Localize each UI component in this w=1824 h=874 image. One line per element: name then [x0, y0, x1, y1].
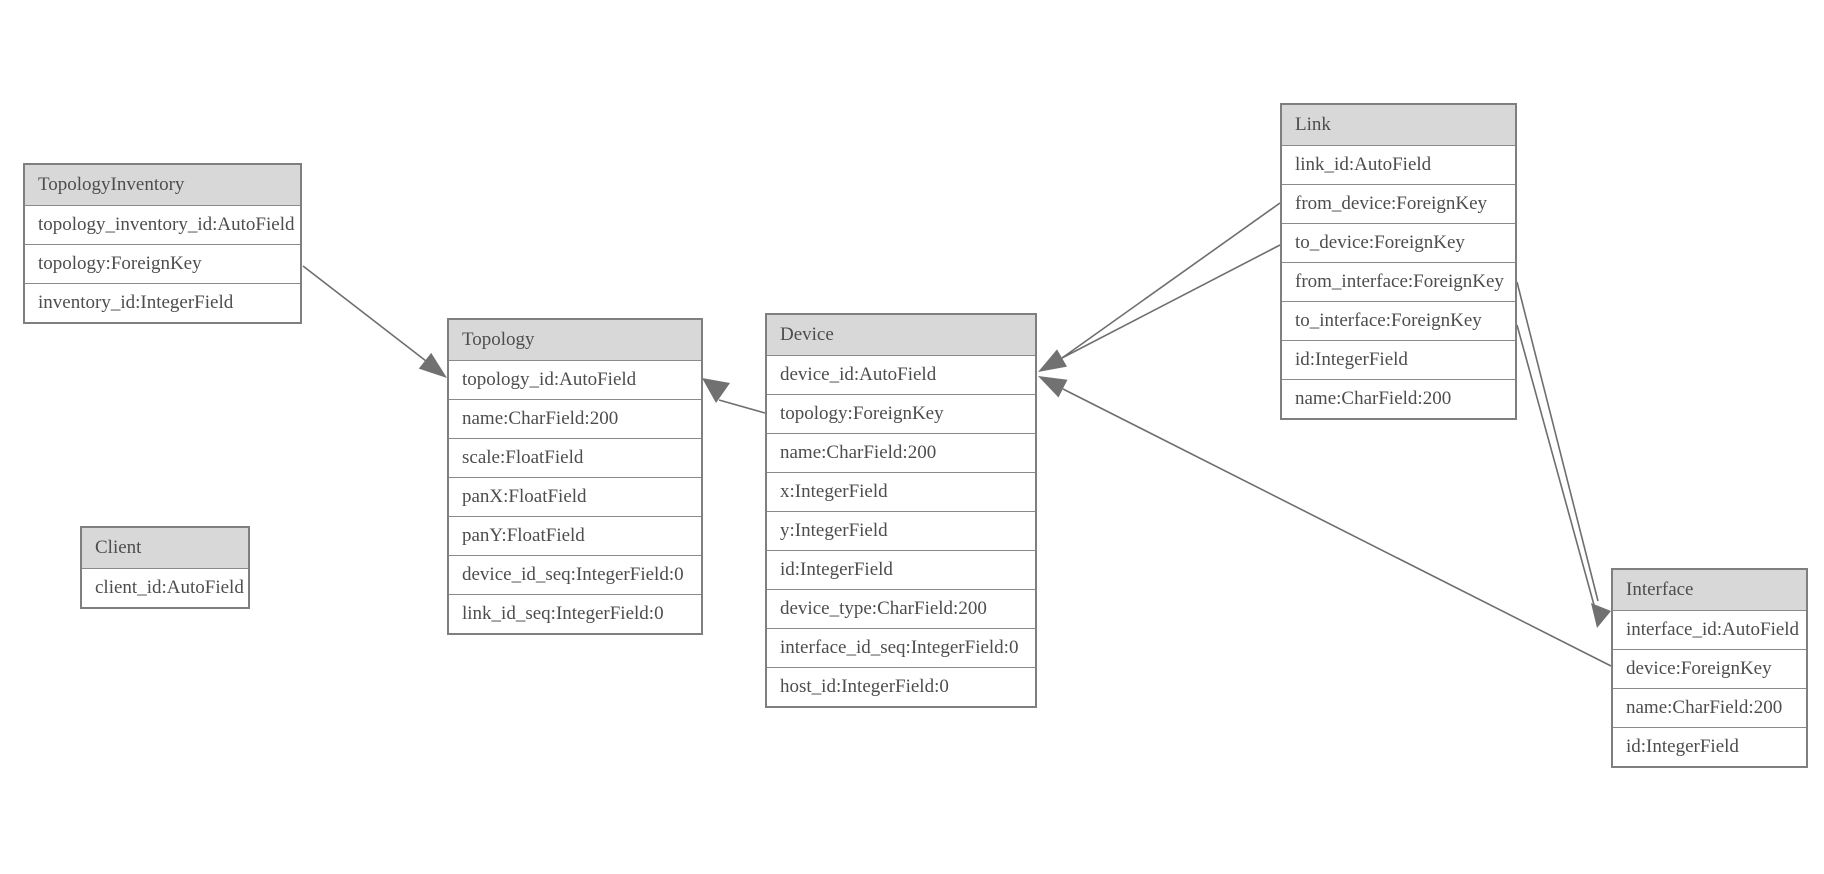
field-interface-name: name:CharField:200	[1613, 688, 1806, 727]
field-device-topology-fk: topology:ForeignKey	[767, 394, 1035, 433]
field-interface-id: interface_id:AutoField	[1613, 610, 1806, 649]
edge-link-fromdevice-device	[1061, 202, 1281, 359]
field-topology-id: topology_id:AutoField	[449, 360, 701, 399]
field-interface-plain-id: id:IntegerField	[1613, 727, 1806, 766]
entity-topology-inventory-title: TopologyInventory	[25, 165, 300, 205]
edge-device-topology	[702, 378, 766, 414]
entity-client: Client client_id:AutoField	[80, 526, 250, 609]
field-topology-panx: panX:FloatField	[449, 477, 701, 516]
edge-topologyinventory-topology	[302, 265, 447, 378]
field-link-plain-id: id:IntegerField	[1282, 340, 1515, 379]
field-topology-scale: scale:FloatField	[449, 438, 701, 477]
field-link-from-interface: from_interface:ForeignKey	[1282, 262, 1515, 301]
entity-interface: Interface interface_id:AutoField device:…	[1611, 568, 1808, 768]
field-inventory-id: inventory_id:IntegerField	[25, 283, 300, 322]
field-device-host-id: host_id:IntegerField:0	[767, 667, 1035, 706]
entity-link: Link link_id:AutoField from_device:Forei…	[1280, 103, 1517, 420]
field-topology-fk: topology:ForeignKey	[25, 244, 300, 283]
field-device-id: device_id:AutoField	[767, 355, 1035, 394]
entity-topology-inventory: TopologyInventory topology_inventory_id:…	[23, 163, 302, 324]
entity-topology-title: Topology	[449, 320, 701, 360]
entity-device-title: Device	[767, 315, 1035, 355]
entity-device: Device device_id:AutoField topology:Fore…	[765, 313, 1037, 708]
entity-topology: Topology topology_id:AutoField name:Char…	[447, 318, 703, 635]
field-topology-pany: panY:FloatField	[449, 516, 701, 555]
field-link-id: link_id:AutoField	[1282, 145, 1515, 184]
field-topology-inventory-id: topology_inventory_id:AutoField	[25, 205, 300, 244]
field-device-name: name:CharField:200	[767, 433, 1035, 472]
edge-link-tointerface-interface	[1516, 324, 1611, 628]
field-topology-link-id-seq: link_id_seq:IntegerField:0	[449, 594, 701, 633]
field-link-to-device: to_device:ForeignKey	[1282, 223, 1515, 262]
field-topology-device-id-seq: device_id_seq:IntegerField:0	[449, 555, 701, 594]
field-link-name: name:CharField:200	[1282, 379, 1515, 418]
field-interface-device-fk: device:ForeignKey	[1613, 649, 1806, 688]
edge-interface-device	[1038, 376, 1612, 667]
field-device-interface-id-seq: interface_id_seq:IntegerField:0	[767, 628, 1035, 667]
field-device-y: y:IntegerField	[767, 511, 1035, 550]
field-device-x: x:IntegerField	[767, 472, 1035, 511]
entity-interface-title: Interface	[1613, 570, 1806, 610]
field-topology-name: name:CharField:200	[449, 399, 701, 438]
edge-link-todevice-device	[1038, 244, 1281, 372]
entity-link-title: Link	[1282, 105, 1515, 145]
field-client-id: client_id:AutoField	[82, 568, 248, 607]
field-link-from-device: from_device:ForeignKey	[1282, 184, 1515, 223]
field-device-plain-id: id:IntegerField	[767, 550, 1035, 589]
field-link-to-interface: to_interface:ForeignKey	[1282, 301, 1515, 340]
field-device-type: device_type:CharField:200	[767, 589, 1035, 628]
entity-client-title: Client	[82, 528, 248, 568]
edge-link-frominterface-interface	[1516, 281, 1599, 602]
